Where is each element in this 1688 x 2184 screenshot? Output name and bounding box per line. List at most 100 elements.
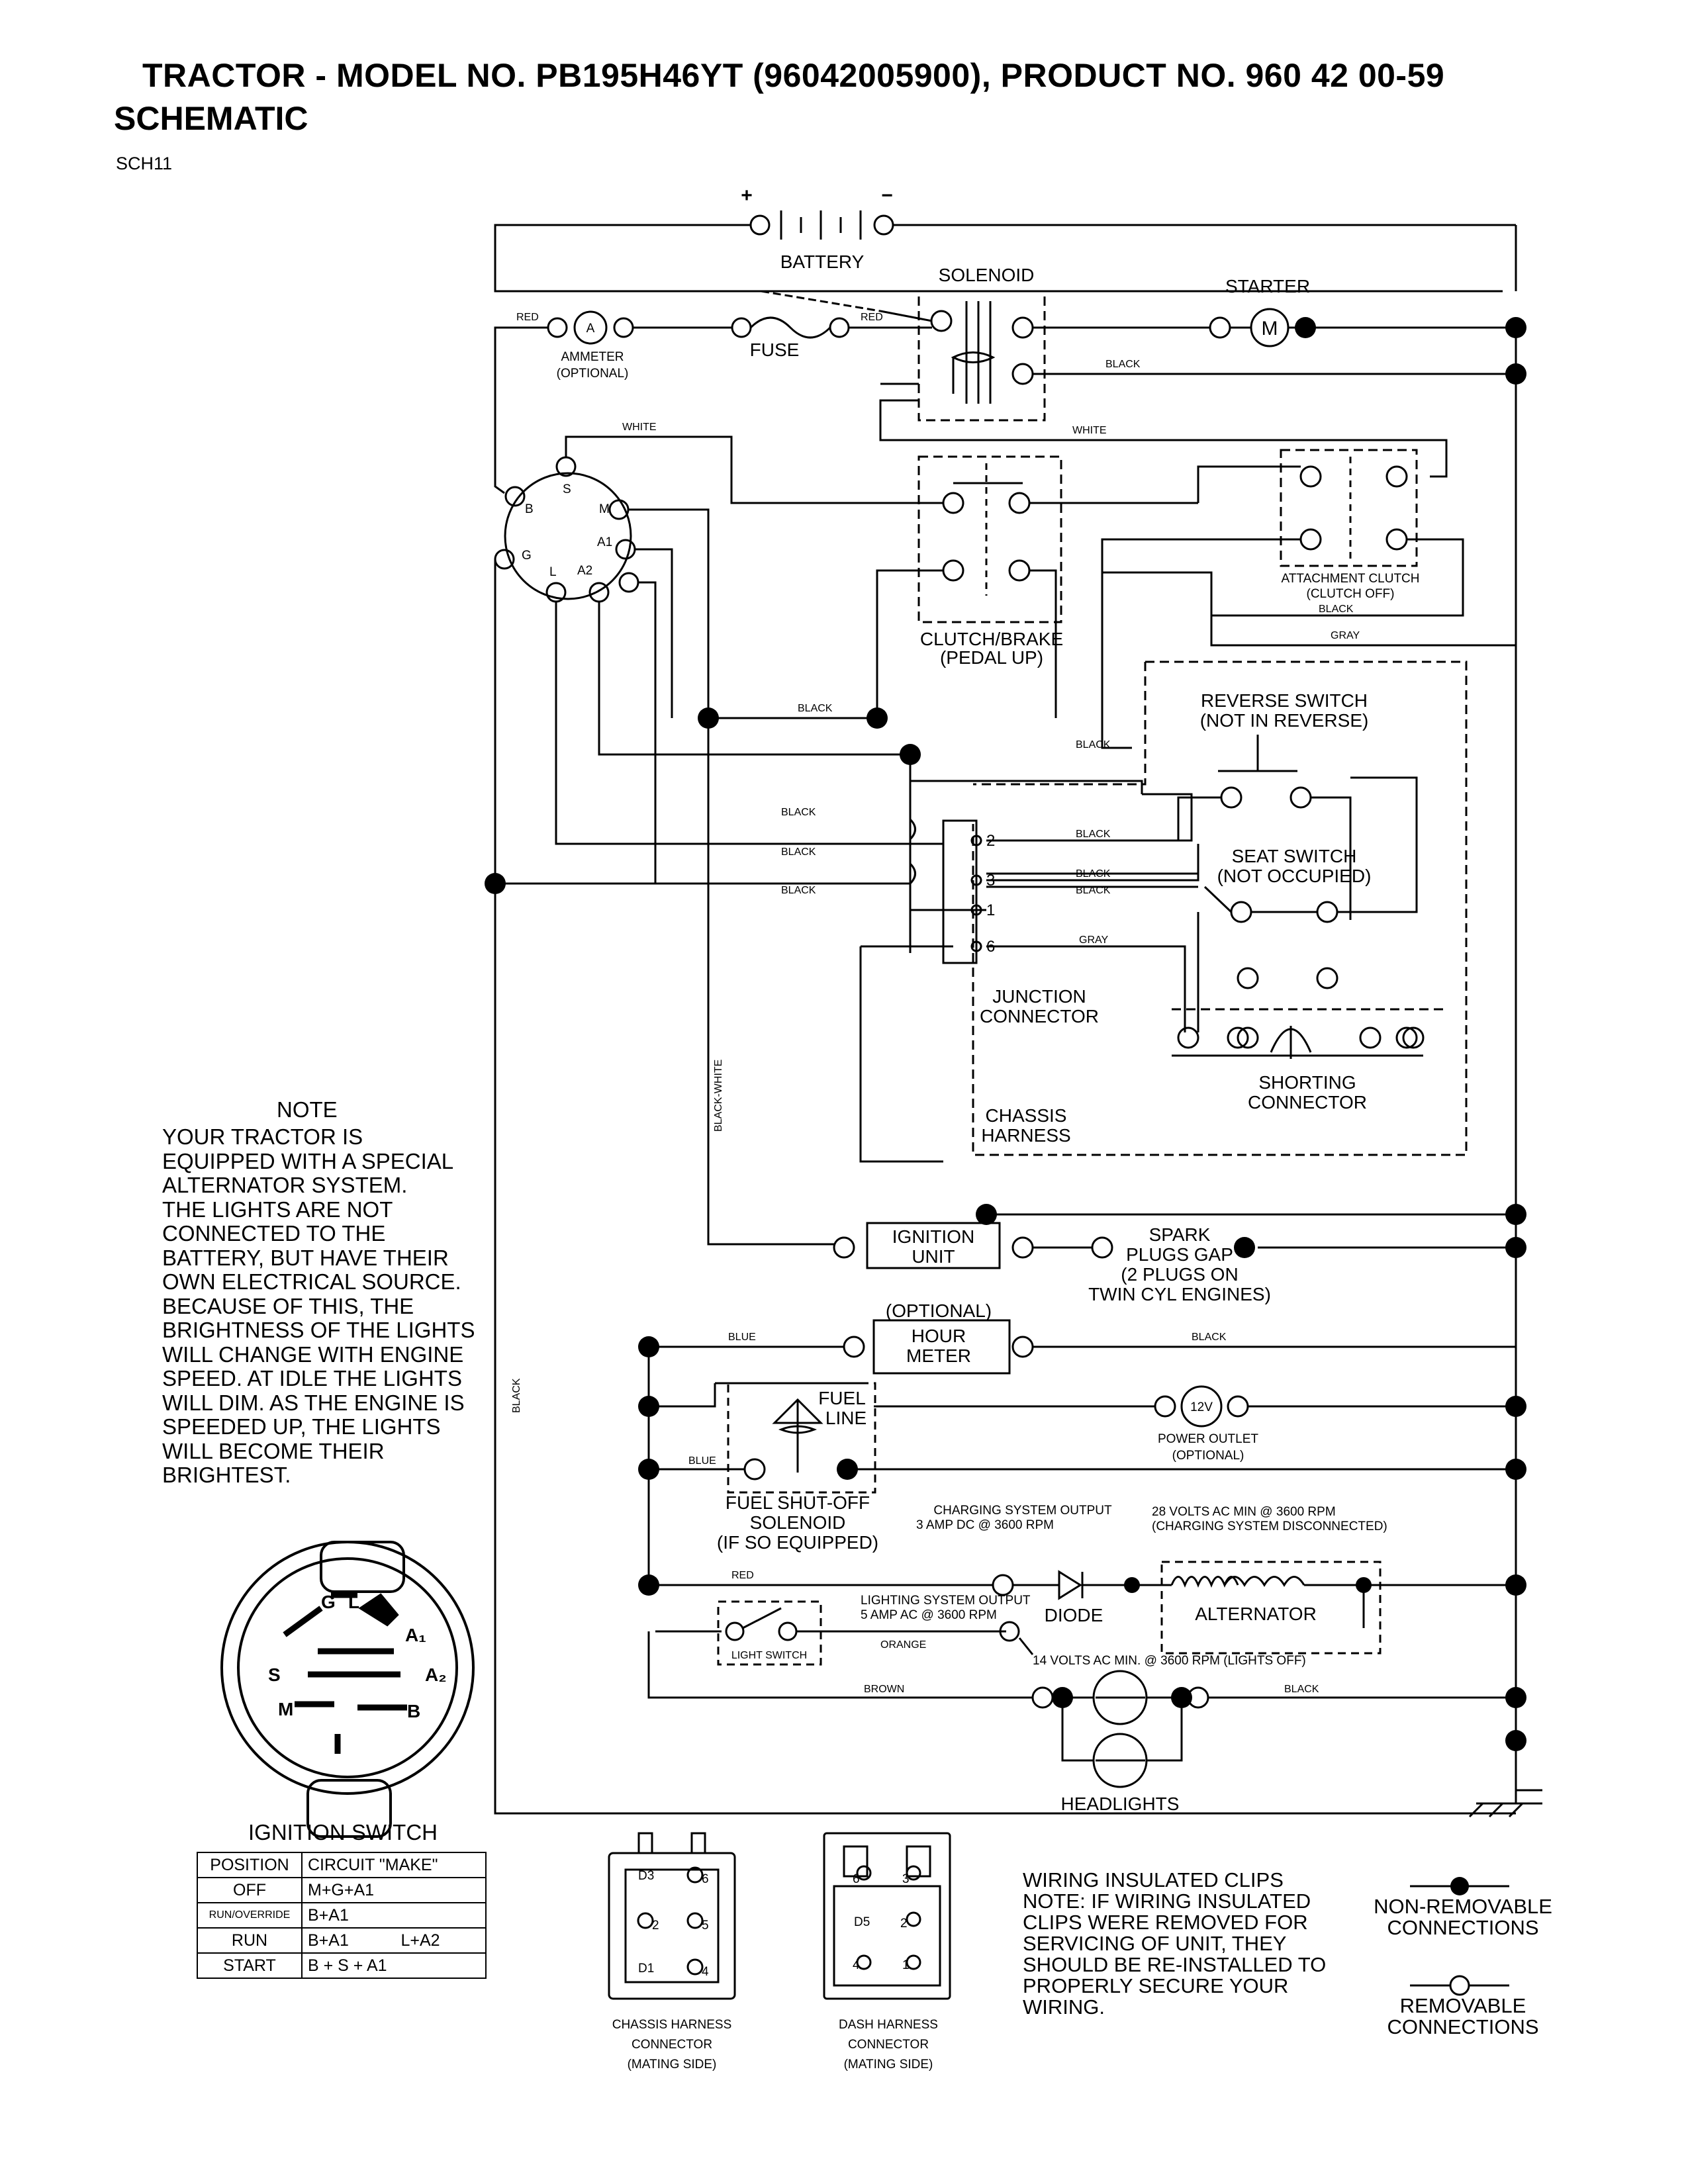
terminal-g-label: G (522, 549, 532, 563)
wire-black-label-9: BLACK (1076, 868, 1111, 880)
ignition-unit-box (866, 1222, 1001, 1269)
shorting-connector-label-1: SHORTING (1258, 1072, 1356, 1093)
wiring-clips-note: WIRING INSULATED CLIPS NOTE: IF WIRING I… (1023, 1870, 1326, 2018)
table-row: OFF M+G+A1 (197, 1877, 487, 1903)
seat-switch-label: SEAT SWITCH (1232, 846, 1357, 866)
chassis-pin-4: 4 (702, 1965, 709, 1979)
chassis-pin-6: 6 (702, 1872, 709, 1886)
alternator-label: ALTERNATOR (1195, 1604, 1317, 1624)
attachment-clutch-box (1280, 449, 1418, 567)
volts-28-label-2: (CHARGING SYSTEM DISCONNECTED) (1152, 1520, 1387, 1533)
row-position: RUN (197, 1927, 303, 1954)
junction-pin-6: 6 (986, 938, 995, 956)
battery-minus-sign: − (881, 185, 893, 206)
wire-black-label-8: BLACK (1076, 829, 1111, 840)
spark-plugs-label-2: PLUGS GAP (1126, 1244, 1233, 1265)
chassis-harness-connector (608, 1832, 736, 2000)
note-line: THE LIGHTS ARE NOT (162, 1197, 393, 1222)
note-body: YOUR TRACTOR IS EQUIPPED WITH A SPECIAL … (162, 1124, 506, 1488)
wire-brown-label: BROWN (864, 1684, 904, 1695)
row-make: B+A1 (301, 1927, 396, 1954)
spark-plugs-label-3: (2 PLUGS ON (1121, 1264, 1238, 1285)
battery-symbol (749, 210, 894, 240)
note-line: CONNECTED TO THE (162, 1221, 386, 1246)
table-row: RUN B+A1 L+A2 (197, 1927, 487, 1954)
dash-connector-label-2: CONNECTOR (848, 2038, 929, 2052)
wire-black-label-12: BLACK (1284, 1684, 1319, 1695)
wire-black-label-5: BLACK (781, 807, 816, 818)
dash-pin-2: 2 (900, 1917, 908, 1931)
lighting-output-label-2: 5 AMP AC @ 3600 RPM (861, 1608, 997, 1622)
wiring-note-line: SERVICING OF UNIT, THEY (1023, 1932, 1287, 1955)
ammeter-optional-label: (OPTIONAL) (557, 367, 629, 381)
wire-black-label-3: BLACK (798, 703, 833, 714)
switch-face-g-label: G (321, 1592, 336, 1612)
wiring-note-line: NOTE: IF WIRING INSULATED (1023, 1889, 1311, 1913)
wire-gray-label-1: GRAY (1331, 630, 1360, 641)
note-line: WILL BECOME THEIR (162, 1438, 385, 1463)
wiring-note-line: SHOULD BE RE-INSTALLED TO (1023, 1953, 1327, 1976)
switch-face-l-label: L (348, 1592, 359, 1612)
switch-face-s-label: S (268, 1664, 281, 1685)
row-position: START (197, 1952, 303, 1979)
note-heading: NOTE (277, 1097, 338, 1122)
terminal-b-label: B (525, 502, 534, 516)
wiring-note-line: WIRING INSULATED CLIPS (1023, 1868, 1284, 1891)
wiring-note-line: PROPERLY SECURE YOUR (1023, 1974, 1289, 1997)
terminal-a1-label: A1 (597, 535, 612, 549)
volts-28-label-1: 28 VOLTS AC MIN @ 3600 RPM (1152, 1505, 1336, 1519)
power-outlet-label: POWER OUTLET (1158, 1432, 1258, 1446)
dash-pin-3: 3 (902, 1872, 910, 1886)
solenoid-box (917, 290, 1046, 422)
dash-pin-4: 4 (853, 1958, 860, 1972)
lighting-output-label-1: LIGHTING SYSTEM OUTPUT (861, 1594, 1031, 1608)
legend-non-removable-line-2: CONNECTIONS (1387, 1916, 1539, 1939)
ammeter-a-symbol: A (586, 322, 595, 336)
alternator-box (1160, 1561, 1382, 1655)
chassis-connector-label-1: CHASSIS HARNESS (612, 2018, 732, 2032)
spark-plugs-label-1: SPARK (1149, 1224, 1211, 1245)
chassis-pin-2: 2 (652, 1919, 659, 1933)
clutch-brake-label: CLUTCH/BRAKE (920, 629, 1063, 649)
wire-blue-label-1: BLUE (728, 1332, 756, 1343)
wire-white-label-2: WHITE (1072, 425, 1107, 436)
attachment-clutch-label: ATTACHMENT CLUTCH (1282, 572, 1420, 586)
fuel-shutoff-label-1: FUEL SHUT-OFF (726, 1492, 870, 1513)
light-switch-box (717, 1600, 822, 1666)
terminal-l-label: L (549, 565, 557, 579)
light-switch-label: LIGHT SWITCH (731, 1650, 807, 1661)
shorting-connector-label-2: CONNECTOR (1248, 1092, 1367, 1113)
legend-non-removable: NON-REMOVABLE CONNECTIONS (1364, 1896, 1562, 1938)
switch-face-b-label: B (407, 1701, 420, 1721)
switch-face-a1-label: A₁ (405, 1625, 426, 1645)
terminal-s-label: S (563, 482, 571, 496)
fuse-symbol (749, 316, 831, 339)
legend-removable-symbol (1410, 1975, 1509, 1996)
legend-removable-line-1: REMOVABLE (1399, 1994, 1526, 2017)
clutch-brake-switch-box (917, 455, 1062, 623)
dash-harness-connector (823, 1832, 951, 2000)
table-row: START B + S + A1 (197, 1952, 487, 1979)
wiring-note-line: CLIPS WERE REMOVED FOR (1023, 1911, 1308, 1934)
ignition-switch-symbol (504, 472, 632, 600)
ignition-unit-label-1: IGNITION (892, 1226, 974, 1247)
note-line: SPEED. AT IDLE THE LIGHTS (162, 1366, 462, 1390)
wire-black-label-1: BLACK (1105, 359, 1141, 370)
junction-connector-box (942, 819, 978, 964)
charging-output-label-1: CHARGING SYSTEM OUTPUT (933, 1504, 1112, 1518)
dash-connector-label-1: DASH HARNESS (839, 2018, 938, 2032)
reverse-switch-state-label: (NOT IN REVERSE) (1200, 710, 1369, 731)
row-make: M+G+A1 (301, 1877, 487, 1903)
junction-pin-3: 3 (986, 872, 995, 889)
clutch-brake-state-label: (PEDAL UP) (940, 647, 1043, 668)
fuel-shutoff-label-3: (IF SO EQUIPPED) (717, 1532, 878, 1553)
ammeter-symbol (573, 310, 608, 345)
non-removable-connections (485, 317, 1526, 1751)
note-line: SPEEDED UP, THE LIGHTS (162, 1414, 441, 1439)
wire-red-label-2: RED (861, 312, 883, 323)
chassis-harness-label-1: CHASSIS (986, 1105, 1067, 1126)
hour-meter-optional-label: (OPTIONAL) (886, 1300, 992, 1321)
wire-red-label-3: RED (731, 1570, 754, 1581)
chassis-pin-d3: D3 (638, 1869, 654, 1883)
